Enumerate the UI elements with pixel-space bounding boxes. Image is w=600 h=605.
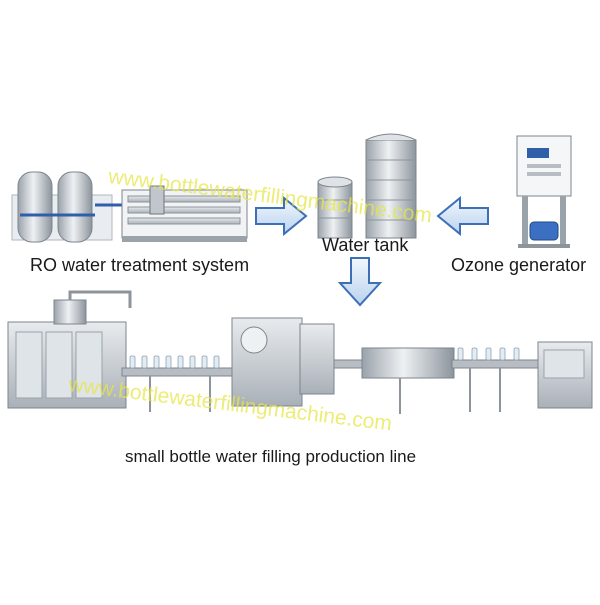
ro-tank-icon [17, 171, 53, 243]
large-water-tank [365, 139, 417, 239]
ro-system-icon [11, 171, 248, 243]
ro-membrane [127, 206, 241, 214]
arrow-down-icon [337, 257, 383, 307]
machine-window [45, 331, 73, 399]
arrow-left-icon [436, 195, 489, 237]
large-tank-dome [365, 133, 417, 141]
shrink-tunnel [299, 323, 335, 395]
ro-base [122, 236, 247, 242]
arrow-right-icon [255, 195, 308, 237]
ozone-display [527, 148, 549, 158]
ro-tank-icon [57, 171, 93, 243]
steam-tunnel [361, 347, 455, 379]
bottle [201, 355, 208, 369]
small-tank-lid [317, 176, 353, 188]
bottle [457, 347, 464, 361]
ozone-generator-label: Ozone generator [451, 255, 587, 275]
label-roll [240, 326, 268, 354]
supply-pipe [68, 290, 132, 308]
bottle [485, 347, 492, 361]
ozone-leg [560, 196, 566, 246]
water-tank-label: Water tank [322, 235, 409, 255]
conveyor [333, 359, 365, 369]
filling-machine-icon [7, 290, 593, 414]
bottle [129, 355, 136, 369]
conveyor [121, 367, 243, 377]
filler-tank [53, 299, 87, 325]
bottle [499, 347, 506, 361]
bottle [141, 355, 148, 369]
machine-window [15, 331, 43, 399]
bottle [177, 355, 184, 369]
ozone-vent [527, 164, 561, 168]
ro-membrane [127, 217, 241, 225]
bottle [471, 347, 478, 361]
machine-window [543, 349, 585, 379]
ro-system-label: RO water treatment system [30, 255, 250, 275]
ozone-generator-icon [516, 135, 572, 248]
ozone-pump [529, 221, 559, 241]
bottle [513, 347, 520, 361]
ozone-leg [522, 196, 528, 246]
bottle [213, 355, 220, 369]
bottle [165, 355, 172, 369]
conveyor [451, 359, 543, 369]
bottle [189, 355, 196, 369]
water-tank-icon [317, 133, 417, 239]
bottle [153, 355, 160, 369]
labeling-machine [231, 317, 303, 407]
production-line-label: small bottle water filling production li… [125, 447, 417, 466]
small-water-tank [317, 181, 353, 239]
ozone-base [518, 244, 570, 248]
machine-window [75, 331, 103, 399]
ozone-vent [527, 172, 561, 176]
ro-filter-housing [149, 185, 165, 215]
ro-membrane [127, 195, 241, 203]
